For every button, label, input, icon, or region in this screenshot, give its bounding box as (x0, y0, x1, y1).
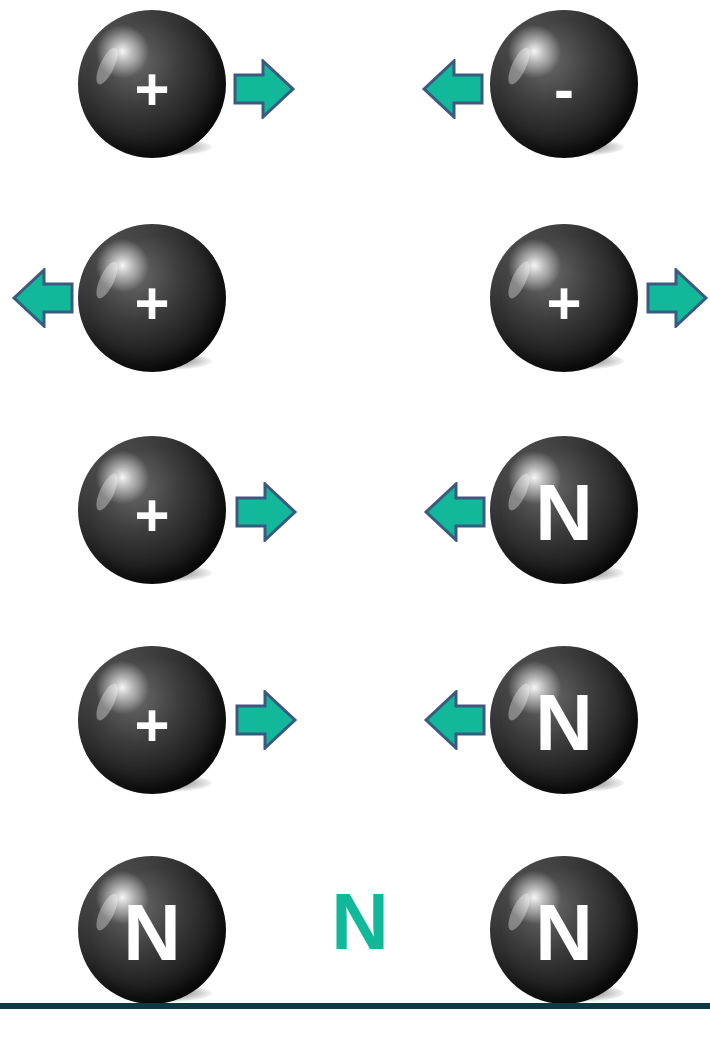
charge-label: + (134, 481, 170, 549)
arrow-right-icon (235, 690, 297, 750)
charge-sphere-left: + (78, 646, 226, 794)
charge-sphere-left: + (78, 10, 226, 158)
charge-label: - (554, 55, 574, 123)
arrow-right-icon (646, 268, 708, 328)
charge-sphere-right: N (490, 436, 638, 584)
arrow-left-icon (424, 690, 486, 750)
charge-sphere-right: + (490, 224, 638, 372)
arrow-left-icon (12, 268, 74, 328)
charge-sphere-right: N (490, 856, 638, 1004)
charge-label: N (535, 888, 593, 977)
sphere-body (78, 856, 226, 1004)
arrow-right-icon (233, 59, 295, 119)
neutral-result-label: N (331, 877, 389, 966)
sphere-body (78, 10, 226, 158)
arrow-left-icon (422, 59, 484, 119)
charge-label: + (134, 691, 170, 759)
sphere-body (490, 856, 638, 1004)
charge-sphere-right: - (490, 10, 638, 158)
charge-label: N (123, 888, 181, 977)
sphere-body (490, 10, 638, 158)
charge-label: N (535, 678, 593, 767)
bottom-divider (0, 1003, 710, 1009)
sphere-body (78, 646, 226, 794)
charge-label: + (546, 269, 582, 337)
row-5: N N (0, 850, 710, 1050)
arrow-left-icon (424, 482, 486, 542)
sphere-body (78, 224, 226, 372)
row-4: + N (0, 640, 710, 840)
charge-sphere-left: N (78, 856, 226, 1004)
charge-sphere-left: + (78, 224, 226, 372)
sphere-body (490, 646, 638, 794)
sphere-body (490, 224, 638, 372)
row-2: + + (0, 220, 710, 420)
sphere-body (490, 436, 638, 584)
charge-label: + (134, 269, 170, 337)
charge-label: + (134, 55, 170, 123)
charge-sphere-left: + (78, 436, 226, 584)
charge-sphere-right: N (490, 646, 638, 794)
sphere-body (78, 436, 226, 584)
row-3: + N (0, 430, 710, 630)
arrow-right-icon (235, 482, 297, 542)
row-1: + - (0, 0, 710, 200)
charge-label: N (535, 468, 593, 557)
